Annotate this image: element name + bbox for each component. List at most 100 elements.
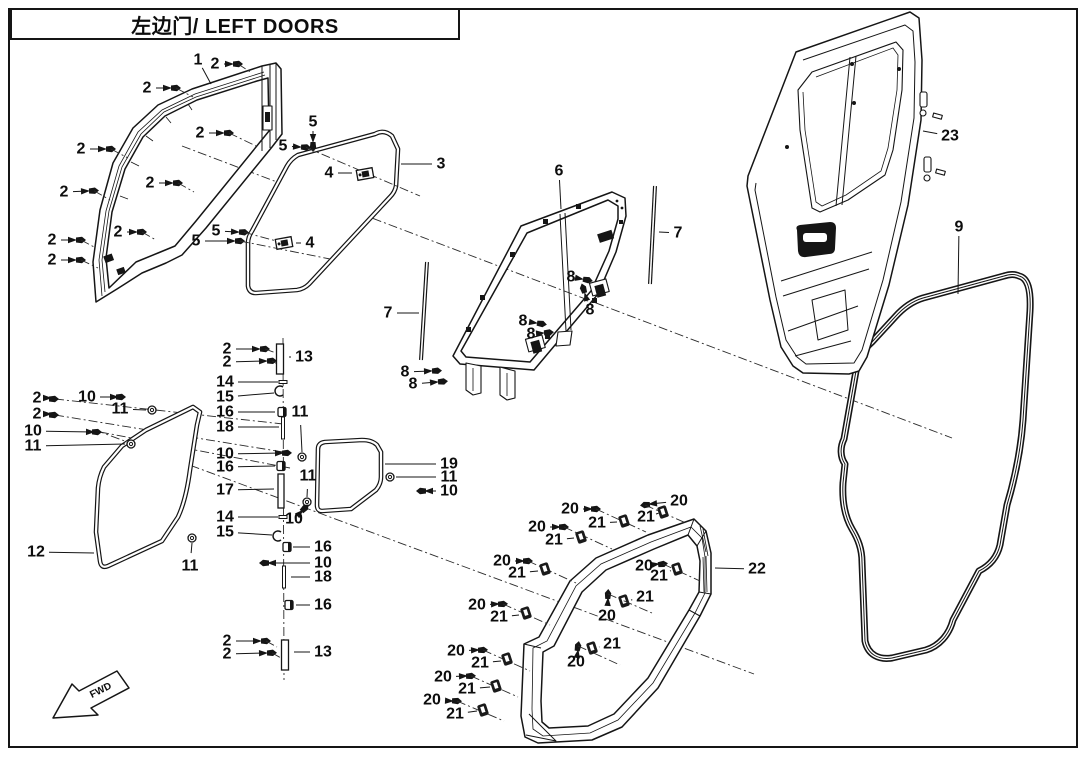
washer-glyph	[278, 515, 288, 519]
screw-glyph	[416, 487, 426, 495]
part-number-label: 2	[33, 390, 42, 407]
part-number-label: 21	[603, 636, 621, 653]
part-number-label: 18	[216, 419, 234, 436]
part-number-label: 2	[223, 633, 232, 650]
part-number-label: 15	[216, 524, 234, 541]
callout-2: 2	[48, 252, 99, 269]
frame-clips	[466, 204, 623, 339]
part-number-label: 16	[216, 459, 234, 476]
part-number-label: 2	[223, 341, 232, 358]
part-number-label: 20	[528, 519, 546, 536]
part-number-label: 2	[77, 141, 86, 158]
part-number-label: 2	[60, 184, 69, 201]
clip-glyph	[477, 703, 489, 717]
part-number-label: 15	[216, 389, 234, 406]
callout-20: 20	[640, 493, 688, 524]
nut-glyph	[385, 472, 395, 482]
callout-21: 21	[586, 636, 621, 655]
screw-glyph	[451, 697, 462, 705]
part-number-label: 9	[955, 219, 964, 236]
part-number-label: 10	[24, 423, 42, 440]
clip-glyph	[657, 505, 669, 519]
part-number-label: 16	[216, 404, 234, 421]
callout-13: 13	[280, 639, 332, 671]
part-number-label: 10	[440, 483, 458, 500]
part-number-label: 21	[637, 509, 655, 526]
part-number-label: 22	[748, 561, 766, 578]
part-number-label: 6	[555, 163, 564, 180]
callout-2: 2	[33, 406, 59, 423]
part-number-label: 20	[670, 493, 688, 510]
part-number-label: 23	[941, 128, 959, 145]
callout-5: 5	[279, 138, 421, 197]
part-number-label: 11	[300, 468, 317, 485]
part-number-label: 10	[78, 389, 96, 406]
page-title: 左边门/ LEFT DOORS	[10, 8, 460, 40]
part-number-label: 17	[216, 482, 234, 499]
part-number-label: 18	[314, 569, 332, 586]
callout-20: 20	[493, 553, 577, 584]
part-number-label: 10	[285, 511, 303, 528]
callout-21: 21	[458, 679, 502, 698]
clip-glyph	[671, 562, 683, 576]
callout-5: 5	[212, 223, 281, 243]
part-number-label: 2	[48, 252, 57, 269]
callout-3: 3	[401, 156, 446, 173]
clip-glyph	[490, 679, 502, 693]
callout-7: 7	[384, 305, 419, 322]
callout-11: 11	[182, 533, 199, 575]
part-number-label: 2	[143, 80, 152, 97]
part-number-label: 20	[561, 501, 579, 518]
pin-glyph	[275, 343, 285, 375]
callout-8: 8	[519, 313, 547, 330]
screw-glyph	[437, 378, 448, 385]
part-number-label: 21	[446, 706, 464, 723]
callout-21: 21	[637, 505, 669, 526]
callout-1: 1	[194, 52, 212, 85]
pinthin-glyph	[281, 416, 285, 440]
part-number-label: 7	[674, 225, 683, 242]
part-number-label: 20	[598, 608, 616, 625]
hinge-axis-line	[282, 337, 285, 681]
screw-glyph	[238, 229, 249, 236]
part-number-label: 16	[314, 597, 332, 614]
callout-15: 15	[216, 524, 282, 542]
door-hinge-pins	[919, 91, 946, 182]
part-number-label: 21	[636, 589, 654, 606]
part-number-label: 2	[33, 406, 42, 423]
callout-21: 21	[471, 652, 513, 672]
part-number-label: 2	[211, 56, 220, 73]
part-number-label: 10	[216, 446, 234, 463]
part-number-label: 21	[458, 681, 476, 698]
callout-10: 10	[285, 504, 309, 528]
part-number-label: 11	[292, 404, 309, 421]
part-number-label: 2	[223, 646, 232, 663]
screw-glyph	[536, 320, 547, 328]
part-number-label: 19	[440, 456, 458, 473]
part-number-label: 3	[437, 156, 446, 173]
callout-15: 15	[216, 385, 284, 406]
rod-glyph	[277, 473, 285, 509]
callout-2: 2	[223, 646, 282, 663]
callout-16: 16	[284, 597, 332, 614]
clip-glyph	[520, 606, 532, 620]
callout-11: 11	[112, 401, 157, 418]
cap-glyph	[277, 406, 287, 418]
callout-2: 2	[48, 232, 97, 249]
callout-22: 22	[714, 561, 766, 578]
callout-10: 10	[216, 446, 292, 463]
callout-21: 21	[588, 514, 630, 532]
part-number-label: 10	[314, 555, 332, 572]
part-number-label: 8	[527, 326, 536, 343]
cap-glyph	[282, 541, 292, 553]
screw-glyph	[582, 276, 593, 284]
fwd-arrow: FWD	[52, 670, 130, 719]
part-number-label: 7	[384, 305, 393, 322]
part-number-label: 11	[25, 438, 42, 455]
screw-glyph	[49, 411, 59, 419]
callout-2: 2	[143, 80, 194, 98]
callout-2: 2	[146, 175, 195, 193]
callout-20: 20	[423, 692, 505, 722]
